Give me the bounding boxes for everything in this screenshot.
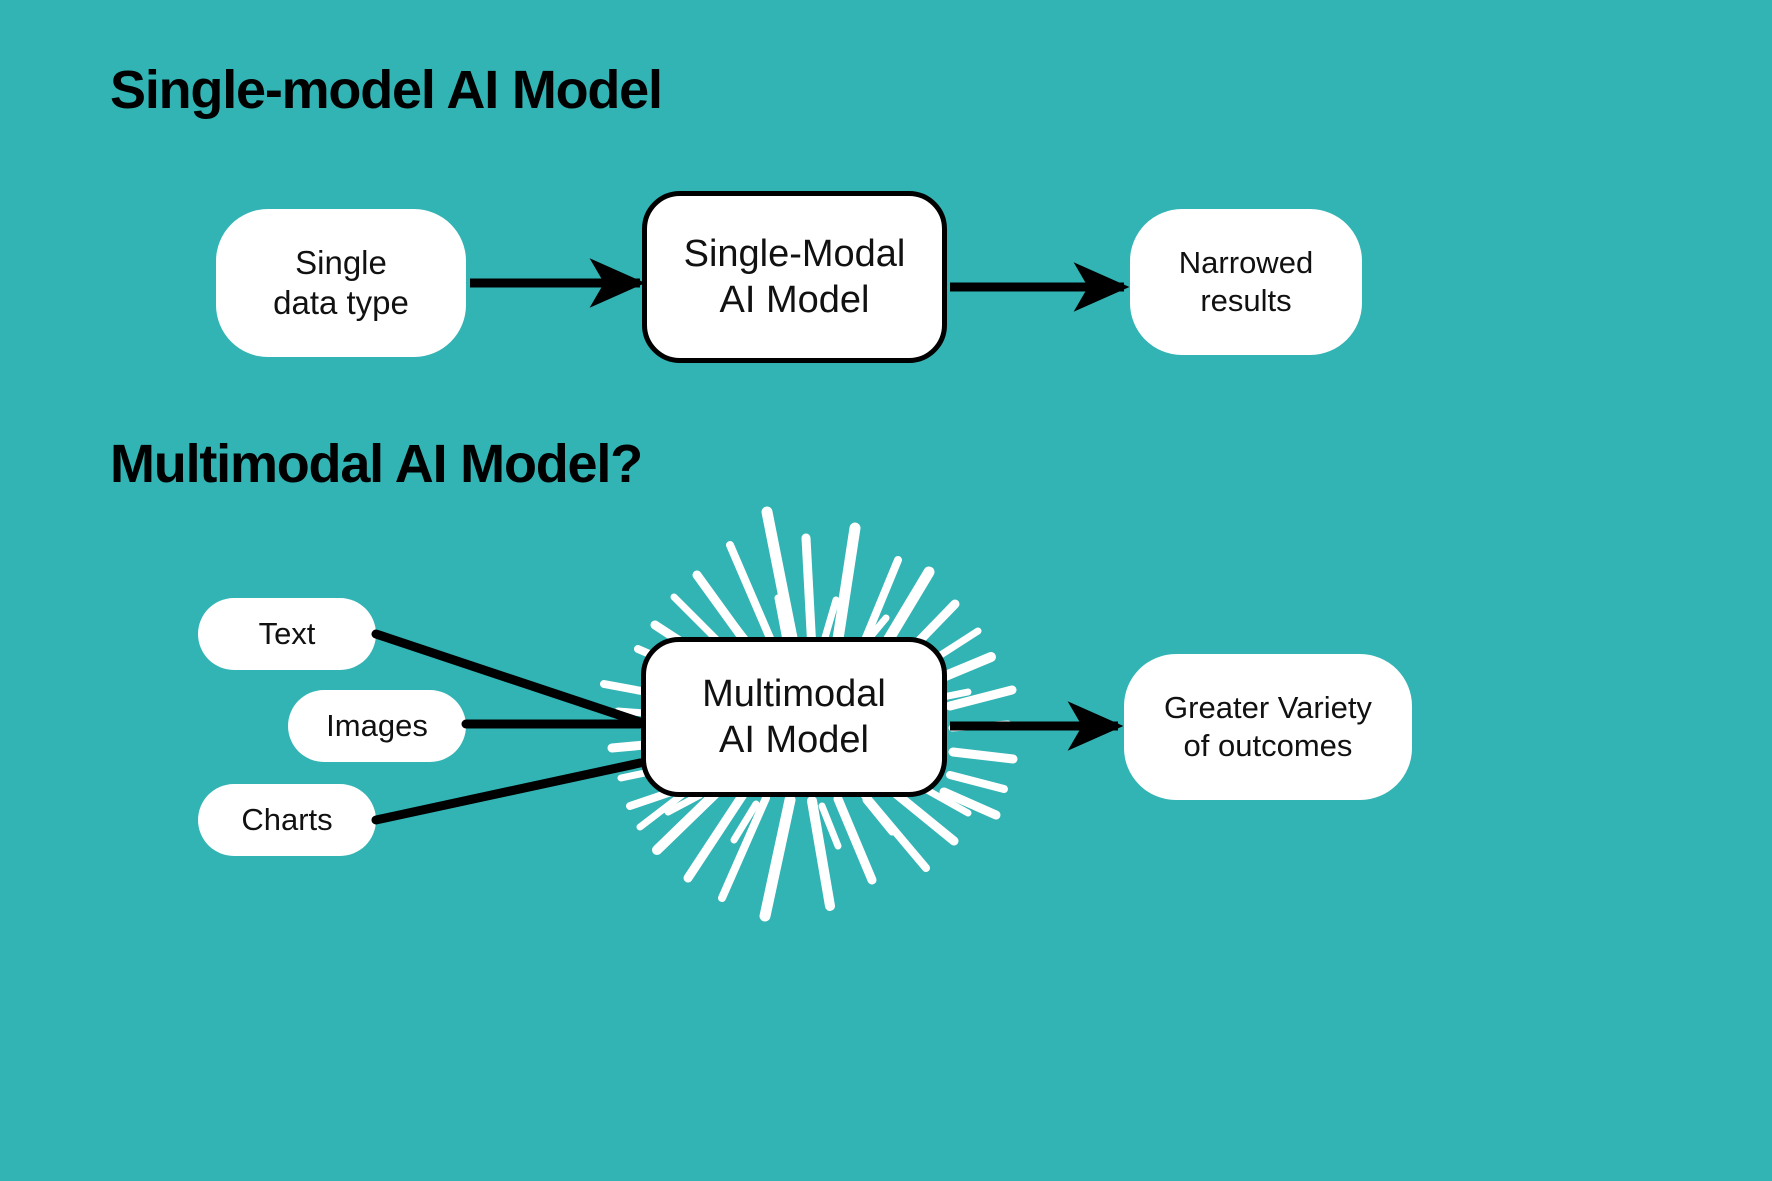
node-multimodal-ai-model-line2: AI Model bbox=[719, 719, 869, 761]
node-single-data-type: Single data type bbox=[216, 209, 466, 357]
node-narrowed-results: Narrowed results bbox=[1130, 209, 1362, 355]
node-input-images-label: Images bbox=[326, 708, 428, 744]
node-single-modal-ai-model: Single-Modal AI Model bbox=[642, 191, 947, 363]
node-input-images: Images bbox=[288, 690, 466, 762]
section-heading-single-model: Single-model AI Model bbox=[110, 60, 663, 120]
node-greater-variety-line1: Greater Variety bbox=[1164, 690, 1372, 726]
node-input-charts: Charts bbox=[198, 784, 376, 856]
node-greater-variety-line2: of outcomes bbox=[1183, 728, 1353, 763]
node-single-data-type-line2: data type bbox=[273, 284, 409, 321]
node-multimodal-ai-model-label: Multimodal AI Model bbox=[702, 671, 886, 764]
node-narrowed-results-line2: results bbox=[1200, 283, 1292, 318]
node-single-modal-ai-model-line1: Single-Modal bbox=[683, 232, 906, 275]
section-heading-multimodal-model: Multimodal AI Model? bbox=[110, 434, 643, 494]
node-input-text-label: Text bbox=[258, 616, 316, 652]
node-multimodal-ai-model-line1: Multimodal bbox=[702, 672, 886, 715]
node-single-modal-ai-model-label: Single-Modal AI Model bbox=[684, 231, 906, 324]
node-narrowed-results-label: Narrowed results bbox=[1179, 244, 1313, 320]
node-input-text: Text bbox=[198, 598, 376, 670]
node-multimodal-ai-model: Multimodal AI Model bbox=[641, 637, 947, 797]
node-single-modal-ai-model-line2: AI Model bbox=[719, 279, 870, 321]
edge-charts-to-multimodal bbox=[371, 758, 645, 825]
node-greater-variety-of-outcomes-label: Greater Variety of outcomes bbox=[1164, 689, 1372, 765]
node-narrowed-results-line1: Narrowed bbox=[1178, 245, 1314, 281]
node-single-data-type-label: Single data type bbox=[273, 243, 409, 324]
node-single-data-type-line1: Single bbox=[295, 243, 387, 281]
node-input-charts-label: Charts bbox=[241, 802, 333, 838]
node-greater-variety-of-outcomes: Greater Variety of outcomes bbox=[1124, 654, 1412, 800]
